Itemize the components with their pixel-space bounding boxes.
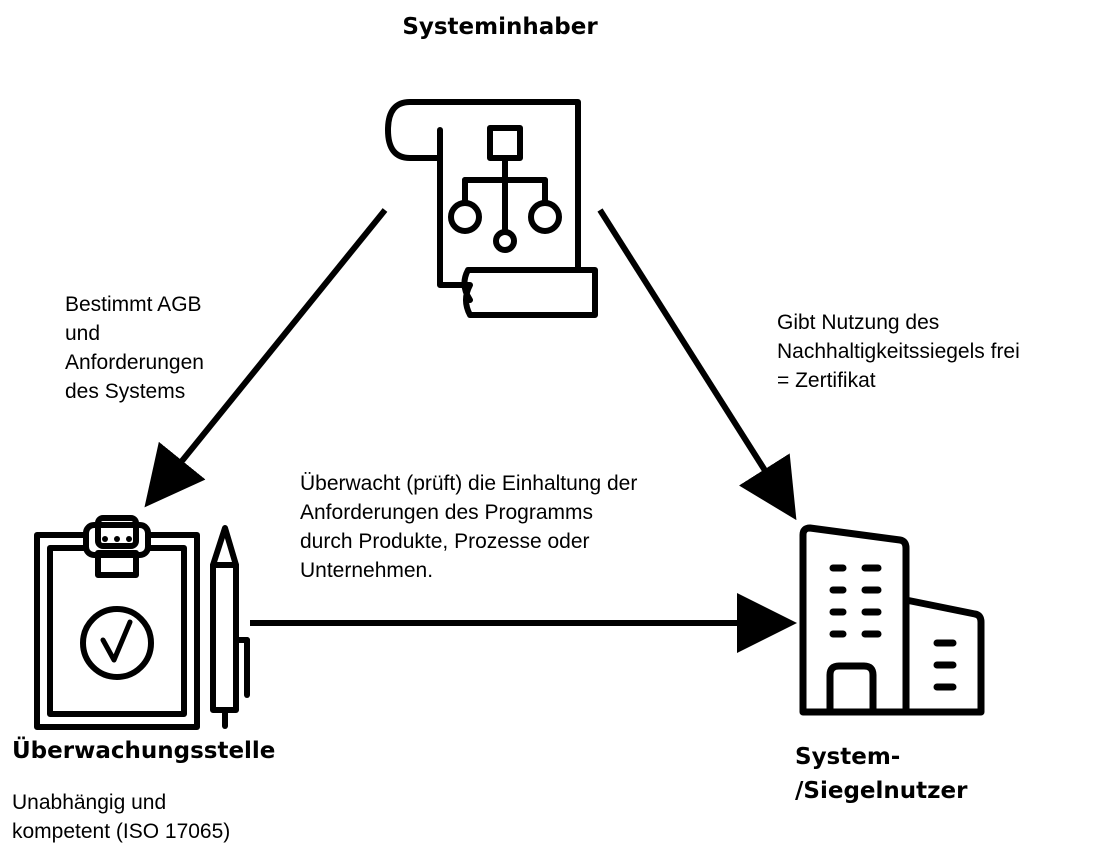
arrow-owner-to-monitor	[144, 208, 388, 508]
office-building-icon	[799, 524, 985, 716]
clipboard-check-icon	[34, 515, 250, 730]
node-subtitle-monitor: Unabhängig und kompetent (ISO 17065)	[12, 791, 231, 843]
scroll-network-icon	[385, 99, 598, 318]
edge-label-owner-to-monitor: Bestimmt AGB und Anforderungen des Syste…	[65, 293, 204, 403]
edge-label-monitor-to-user: Überwacht (prüft) die Einhaltung der Anf…	[300, 472, 638, 582]
node-title-owner: Systeminhaber	[402, 14, 598, 40]
arrow-owner-to-user	[597, 208, 797, 521]
edge-label-owner-to-user: Gibt Nutzung des Nachhaltigkeitssiegels …	[777, 311, 1020, 392]
node-title-monitor: Überwachungsstelle	[12, 738, 276, 764]
node-title-user: System- /Siegelnutzer	[795, 744, 968, 804]
